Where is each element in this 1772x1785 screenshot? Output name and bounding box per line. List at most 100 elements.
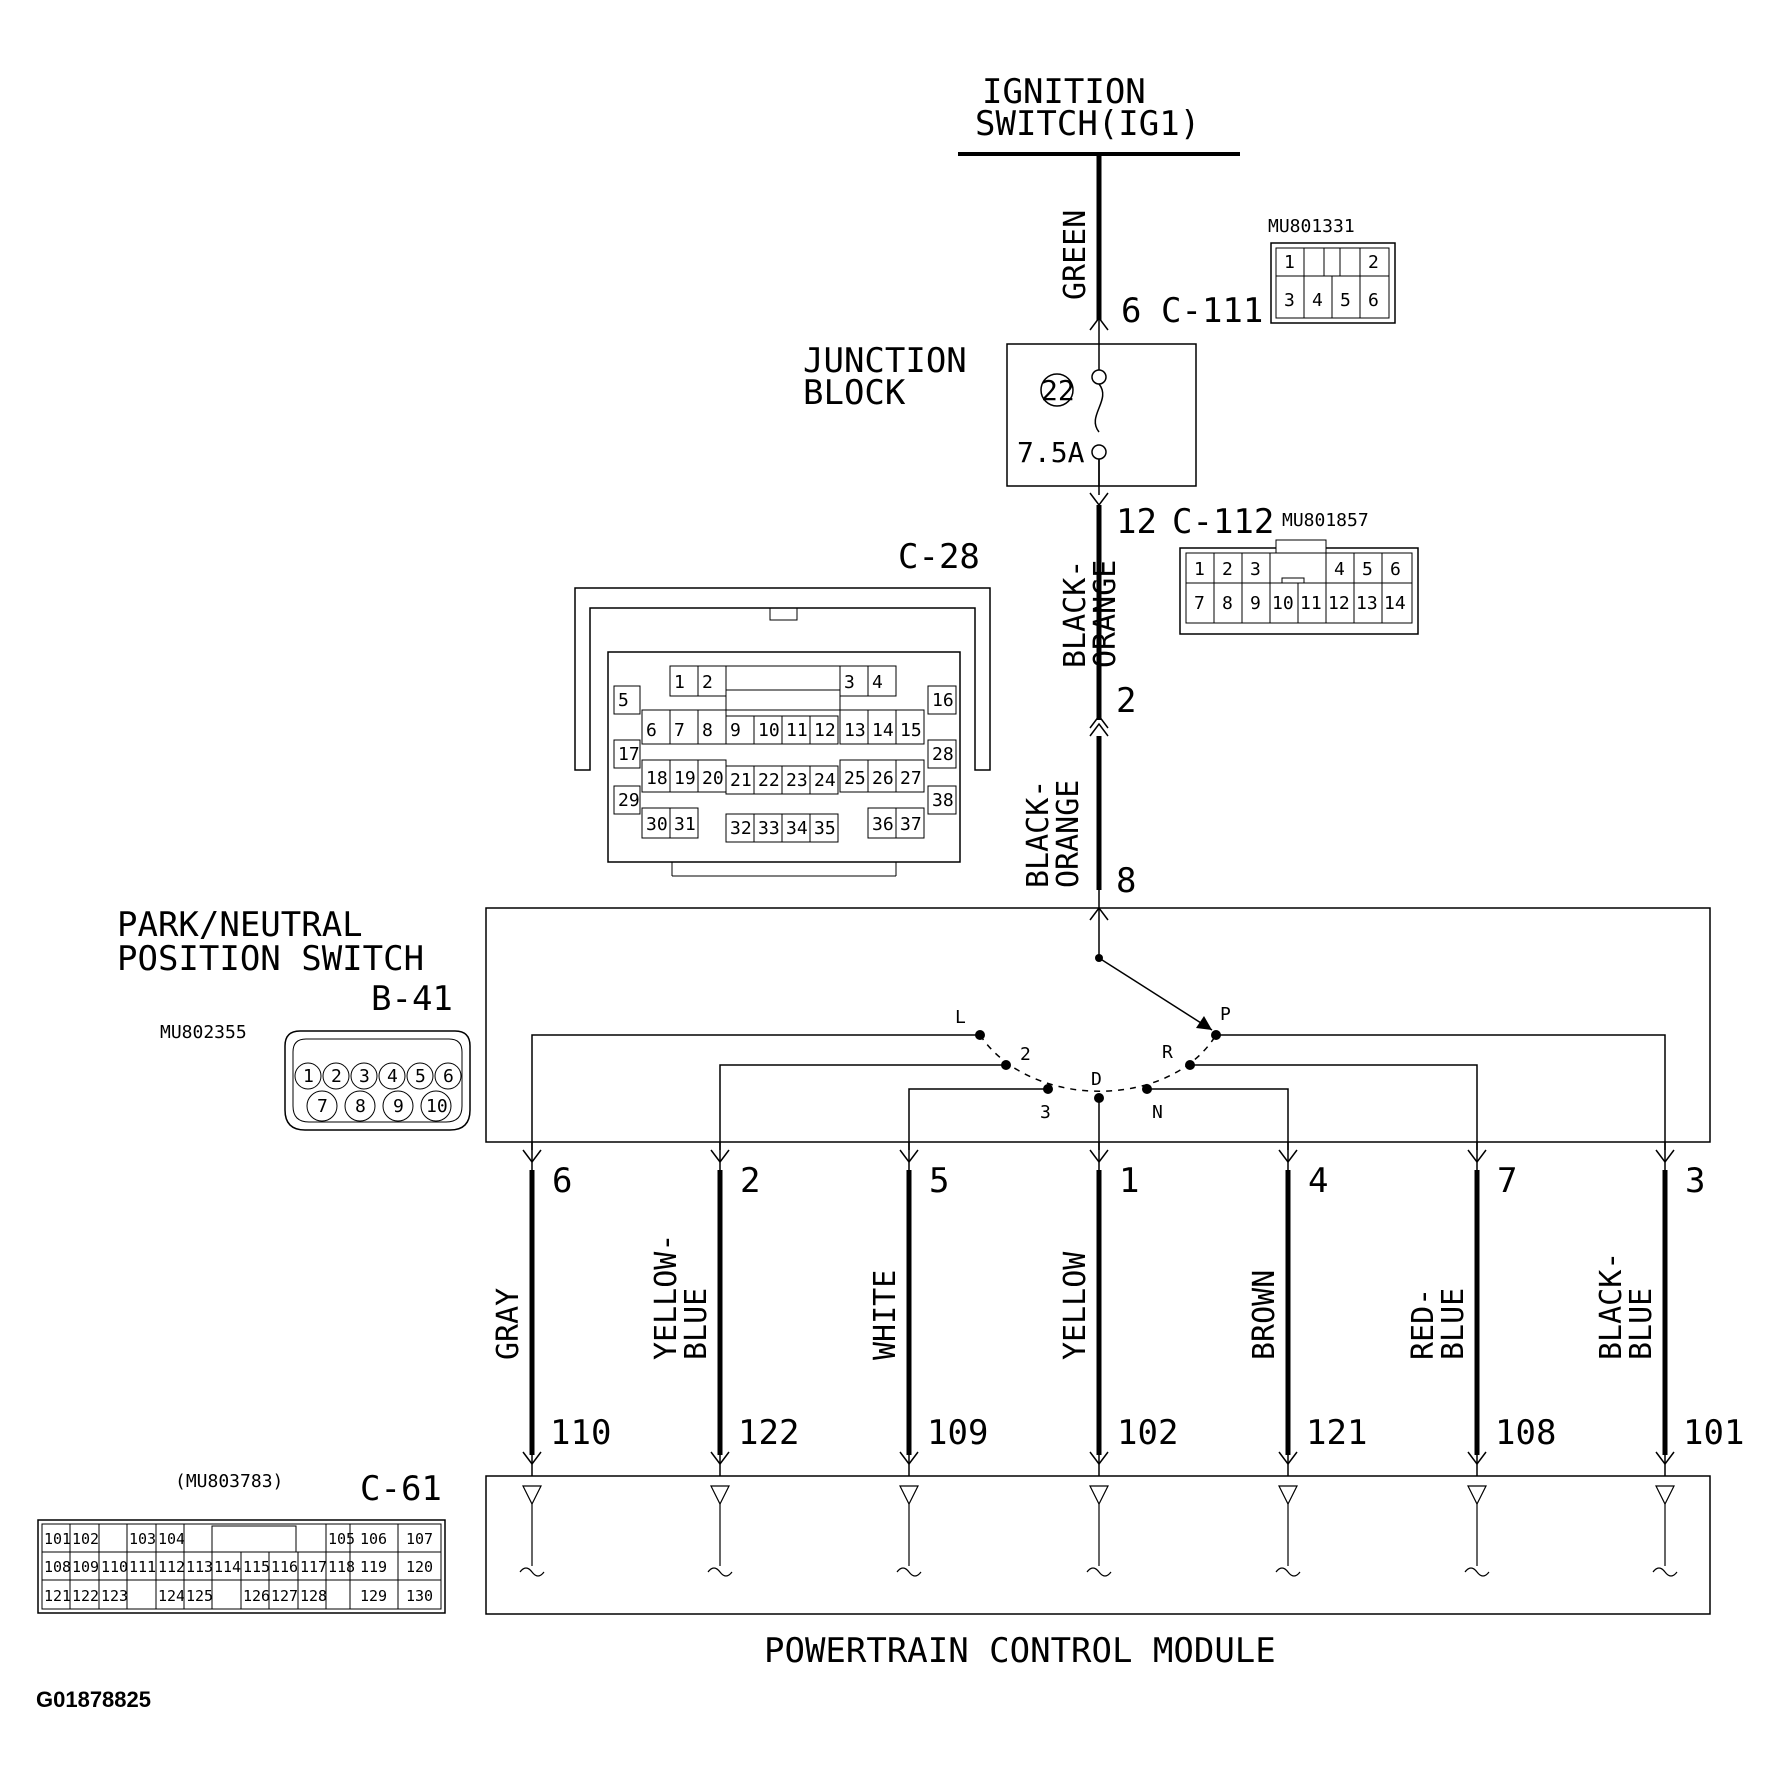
fuse-number: 22 [1041,374,1075,407]
c112-pin-13: 13 [1356,593,1378,614]
c28-pin-18: 18 [646,768,668,789]
switch-pos-2: 2 [1020,1044,1031,1065]
c61-pin-103: 103 [129,1530,156,1548]
c28-pin-22: 22 [758,770,780,791]
c61-pin-128: 128 [300,1587,327,1605]
switch-pos-L: L [955,1007,966,1028]
pcm-pin: 102 [1117,1413,1178,1453]
c28-pin-35: 35 [814,818,836,839]
c112-name: C-112 [1172,502,1274,542]
c28-pin-28: 28 [932,744,954,765]
c28-pin-34: 34 [786,818,808,839]
c28-pin-6: 6 [646,720,657,741]
switch-output-pin: 4 [1308,1161,1328,1201]
c28-pin-24: 24 [814,770,836,791]
output-wires: 6110GRAY2122YELLOW-BLUE5109WHITE1102YELL… [491,1142,1744,1476]
c28-pin-3: 3 [844,672,855,693]
b41-pin-3: 3 [359,1066,370,1087]
wire-color-label: BLACK- [1594,1252,1629,1360]
c28-pin-13: 13 [844,720,866,741]
c61-pin-104: 104 [158,1530,185,1548]
fuse-rating: 7.5A [1017,436,1085,469]
c28-pin-12: 12 [814,720,836,741]
wire-label-green: GREEN [1058,210,1093,300]
connector-c111: 6 C-111 MU801331 1 2 3 4 5 6 [1121,216,1396,331]
b41-pin-5: 5 [415,1066,426,1087]
c28-pin-29: 29 [618,790,640,811]
b41-pin-2: 2 [331,1066,342,1087]
c61-pin-116: 116 [271,1558,298,1576]
c112-pin-12: 12 [1328,593,1350,614]
c61-pin-117: 117 [300,1558,327,1576]
wire-color-label: BROWN [1247,1270,1282,1360]
wire-color-label-2: BLUE [1624,1288,1659,1360]
c112-pin-11: 11 [1300,593,1322,614]
c112-pin: 12 [1116,502,1157,542]
c61-pin-114: 114 [214,1558,241,1576]
switch-pos-P: P [1220,1004,1231,1025]
wire-color-label: GRAY [491,1288,526,1360]
switch-label-1: PARK/NEUTRAL [117,905,363,945]
wire-color-label: RED- [1406,1288,1441,1360]
c112-part: MU801857 [1282,510,1369,531]
c112-pin-8: 8 [1222,593,1233,614]
b41-pin-10: 10 [426,1096,448,1117]
c61-pin-125: 125 [186,1587,213,1605]
c28-pin-23: 23 [786,770,808,791]
c28-pin-31: 31 [674,814,696,835]
c112-pin-10: 10 [1272,593,1294,614]
c61-pin-123: 123 [101,1587,128,1605]
b41-pin-7: 7 [317,1096,328,1117]
c28-pin-25: 25 [844,768,866,789]
c61-pin-122: 122 [72,1587,99,1605]
c28-pin-9: 9 [730,720,741,741]
main-wire: GREEN BLACK- ORANGE BLACK- ORANGE [1021,154,1123,958]
wire-label-black-orange-2a: BLACK- [1021,780,1056,888]
pcm-pin: 122 [738,1413,799,1453]
powertrain-control-module: POWERTRAIN CONTROL MODULE [485,1475,1711,1671]
pcm-pin: 109 [927,1413,988,1453]
c111-pin-3: 3 [1284,290,1295,311]
wire-label-black-orange-1a: BLACK- [1058,560,1093,668]
c61-pin-111: 111 [129,1558,156,1576]
switch-pos-3: 3 [1040,1102,1051,1123]
ignition-switch-label-1: IGNITION [982,72,1146,112]
c28-pin-32: 32 [730,818,752,839]
c61-pin-101: 101 [44,1530,71,1548]
c61-pin-124: 124 [158,1587,185,1605]
b41-pin-1: 1 [303,1066,314,1087]
c28-pin-1: 1 [674,672,685,693]
c61-pin-110: 110 [101,1558,128,1576]
c28-pin-8: 8 [702,720,713,741]
c61-pin-129: 129 [360,1587,387,1605]
c61-pin-127: 127 [271,1587,298,1605]
wire-color-label: YELLOW- [649,1234,684,1360]
pcm-pin: 121 [1306,1413,1367,1453]
junction-block: JUNCTION BLOCK 22 7.5A [803,341,1197,487]
c61-pin-115: 115 [243,1558,270,1576]
switch-output-pin: 2 [740,1161,760,1201]
c61-pin-112: 112 [158,1558,185,1576]
output-wire-7: 3 101 BLACK-BLUE [1594,1142,1744,1476]
c28-pin-36: 36 [872,814,894,835]
c61-pin-121: 121 [44,1587,71,1605]
c28-pin-27: 27 [900,768,922,789]
pcm-pin: 101 [1683,1413,1744,1453]
c28-pin-4: 4 [872,672,883,693]
c28-pin-bottom: 8 [1116,861,1136,901]
c28-pin-15: 15 [900,720,922,741]
pcm-pin: 108 [1495,1413,1556,1453]
c111-part: MU801331 [1268,216,1355,237]
c61-pin-113: 113 [186,1558,213,1576]
c112-pin-2: 2 [1222,559,1233,580]
c28-pin-30: 30 [646,814,668,835]
switch-output-pin: 3 [1685,1161,1705,1201]
wire-color-label-2: BLUE [1436,1288,1471,1360]
c111-pin: 6 [1121,291,1141,331]
